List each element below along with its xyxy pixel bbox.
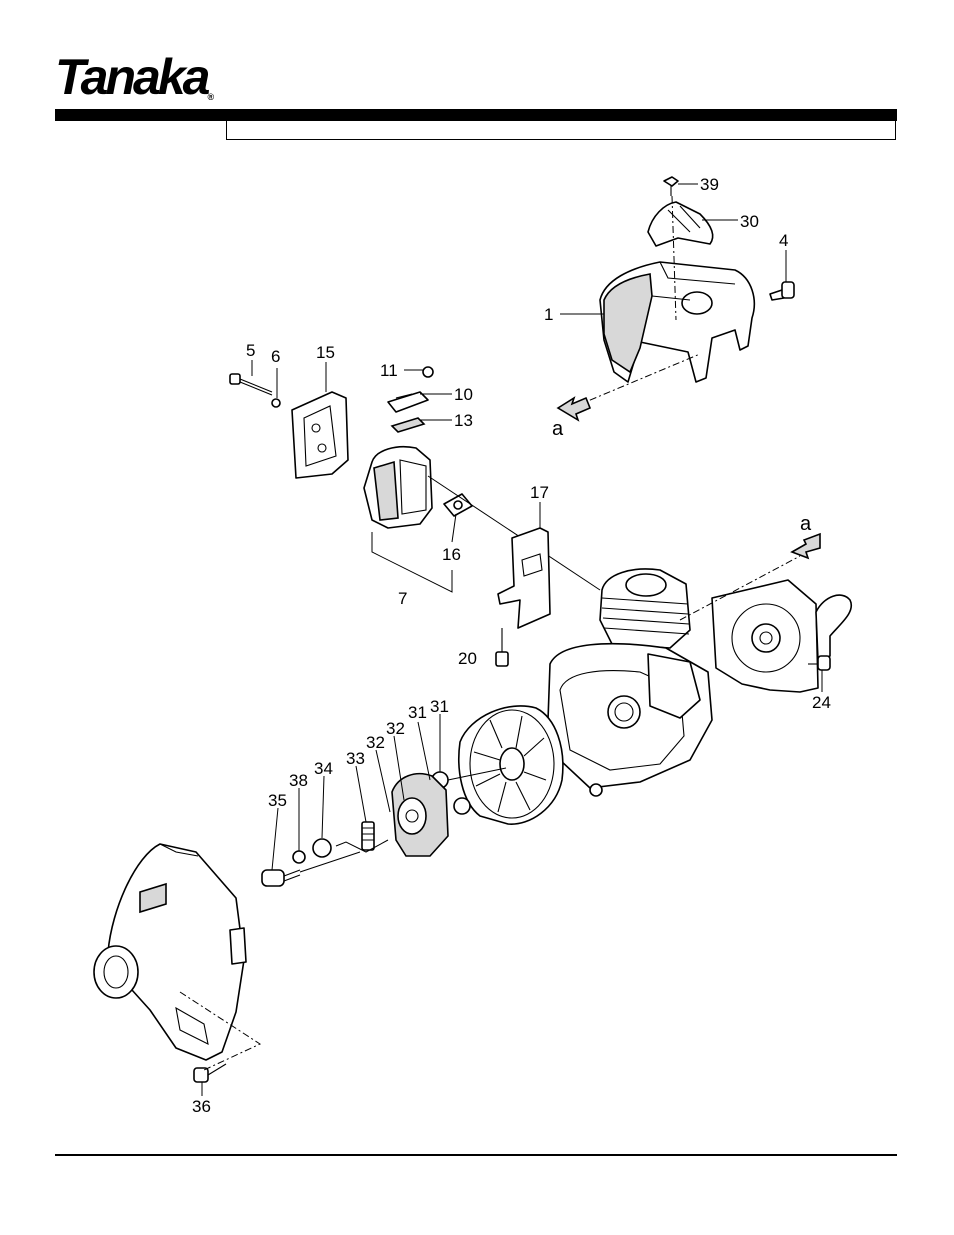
leader-lines bbox=[201, 183, 823, 1096]
washer-part-34 bbox=[312, 838, 332, 858]
bolt-part-35 bbox=[261, 869, 301, 887]
recoil-starter bbox=[711, 579, 853, 693]
callout-17: 17 bbox=[530, 483, 549, 502]
callout-7: 7 bbox=[398, 589, 407, 608]
registered-mark: ® bbox=[207, 92, 215, 102]
plate-part-13 bbox=[390, 417, 426, 433]
footer-rule bbox=[55, 1154, 897, 1156]
assembly-line bbox=[427, 475, 601, 591]
callout-32-right: 32 bbox=[386, 719, 405, 738]
title-box bbox=[226, 121, 896, 140]
spring-part-33 bbox=[361, 821, 375, 851]
screw-part-20 bbox=[495, 628, 509, 667]
callout-4: 4 bbox=[779, 231, 788, 250]
screw-part-4 bbox=[769, 281, 795, 301]
bolt-part-36 bbox=[193, 1063, 227, 1083]
brand-name: Tanaka bbox=[55, 49, 210, 105]
screw-part-11 bbox=[422, 366, 434, 378]
callout-36: 36 bbox=[192, 1097, 211, 1116]
callout-labels: 39 30 4 1 a 5 6 15 11 10 13 17 a 16 7 20… bbox=[192, 175, 831, 1116]
callout-10: 10 bbox=[454, 385, 473, 404]
clutch-housing bbox=[93, 843, 247, 1061]
callout-11: 11 bbox=[380, 361, 398, 380]
clutch-shoe-part-32 bbox=[391, 772, 449, 857]
callout-31-left: 31 bbox=[408, 703, 427, 722]
heat-shield-part-17 bbox=[497, 527, 551, 629]
washer-part-6 bbox=[271, 398, 281, 408]
callout-a-left: a bbox=[552, 418, 564, 440]
callout-a-right: a bbox=[800, 513, 812, 535]
callout-33: 33 bbox=[346, 749, 365, 768]
screw-part-39 bbox=[663, 176, 679, 196]
callout-34: 34 bbox=[314, 759, 333, 778]
callout-6: 6 bbox=[271, 347, 280, 366]
header-rule bbox=[55, 109, 897, 121]
assembly-line bbox=[575, 353, 701, 407]
bolt-part-5 bbox=[229, 373, 273, 396]
assembly-line bbox=[671, 195, 677, 321]
gasket-part-16 bbox=[443, 493, 473, 517]
washer-part-31 bbox=[453, 797, 471, 815]
spark-arrestor-part-10 bbox=[387, 391, 429, 413]
callout-24: 24 bbox=[812, 693, 831, 712]
muffler-part-7 bbox=[363, 446, 433, 529]
leader-line bbox=[371, 532, 453, 593]
assembly-line bbox=[299, 839, 389, 873]
callout-16: 16 bbox=[442, 545, 461, 564]
arrow-a-icon bbox=[790, 532, 821, 560]
callout-32-left: 32 bbox=[366, 733, 385, 752]
washer-part-38 bbox=[292, 850, 306, 864]
engine-cover-part-1 bbox=[599, 261, 756, 383]
callout-39: 39 bbox=[700, 175, 719, 194]
muffler-cover-part-15 bbox=[291, 391, 349, 479]
tanaka-logo: Tanaka® bbox=[55, 52, 214, 102]
cylinder-crankcase bbox=[547, 568, 713, 797]
arrow-a-icon bbox=[556, 396, 592, 422]
callout-15: 15 bbox=[316, 343, 335, 362]
callout-1: 1 bbox=[544, 305, 553, 324]
callout-31-right: 31 bbox=[430, 697, 449, 716]
callout-35: 35 bbox=[268, 791, 287, 810]
callout-30: 30 bbox=[740, 212, 759, 231]
assembly-line bbox=[447, 767, 507, 781]
assembly-line bbox=[179, 991, 262, 1071]
callout-20: 20 bbox=[458, 649, 477, 668]
callout-38: 38 bbox=[289, 771, 308, 790]
clutch-drum bbox=[458, 705, 564, 825]
callout-5: 5 bbox=[246, 341, 255, 360]
bolt-part-24 bbox=[808, 655, 831, 671]
callout-13: 13 bbox=[454, 411, 473, 430]
grip-part-30 bbox=[647, 201, 714, 247]
